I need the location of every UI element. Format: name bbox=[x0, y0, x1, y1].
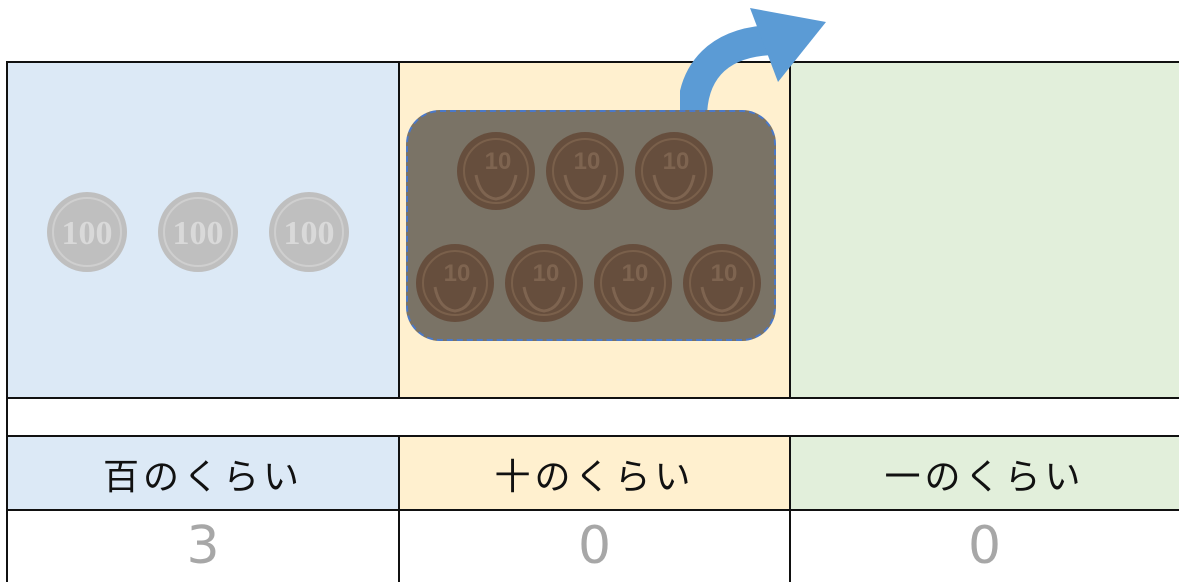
ones-digit: 0 bbox=[790, 510, 1179, 582]
hundred-coin-face: 100 bbox=[173, 215, 224, 252]
ten-coin-face: 10 bbox=[444, 260, 471, 287]
ten-coin-face: 10 bbox=[622, 260, 649, 287]
ten-yen-coin: 10 bbox=[545, 131, 625, 211]
grid-line-col2-bottom bbox=[789, 435, 791, 582]
ten-yen-coin: 10 bbox=[504, 243, 584, 323]
ten-coin-face: 10 bbox=[533, 260, 560, 287]
ten-coin-face: 10 bbox=[711, 260, 738, 287]
grid-line-col1-top bbox=[398, 61, 400, 399]
grid-line-col1-bottom bbox=[398, 435, 400, 582]
tens-place-label: 十のくらい bbox=[399, 436, 790, 510]
ten-yen-coin: 10 bbox=[456, 131, 536, 211]
ten-coin-face: 10 bbox=[485, 148, 512, 175]
hundred-yen-coin: 100 bbox=[268, 191, 350, 273]
ones-coin-area bbox=[790, 62, 1179, 398]
ones-place-label: 一のくらい bbox=[790, 436, 1179, 510]
ten-yen-coin: 10 bbox=[682, 243, 762, 323]
hundred-yen-coin: 100 bbox=[46, 191, 128, 273]
hundreds-place-label: 百のくらい bbox=[7, 436, 399, 510]
ten-coin-face: 10 bbox=[574, 148, 601, 175]
carry-arrow-icon bbox=[680, 8, 826, 119]
ten-yen-coin: 10 bbox=[415, 243, 495, 323]
hundred-yen-coin: 100 bbox=[157, 191, 239, 273]
grid-line-top bbox=[7, 61, 1179, 63]
hundred-coin-face: 100 bbox=[62, 215, 113, 252]
tens-digit: 0 bbox=[399, 510, 790, 582]
hundreds-digit: 3 bbox=[7, 510, 399, 582]
grid-line-col2-top bbox=[789, 61, 791, 399]
ten-yen-coin: 10 bbox=[593, 243, 673, 323]
ten-yen-coin: 10 bbox=[634, 131, 714, 211]
hundred-coin-face: 100 bbox=[284, 215, 335, 252]
grid-line-mid1 bbox=[7, 397, 1179, 399]
grid-line-mid2 bbox=[7, 435, 1179, 437]
grid-line-left bbox=[6, 61, 8, 582]
grid-line-mid3 bbox=[7, 509, 1179, 511]
ten-coin-face: 10 bbox=[663, 148, 690, 175]
